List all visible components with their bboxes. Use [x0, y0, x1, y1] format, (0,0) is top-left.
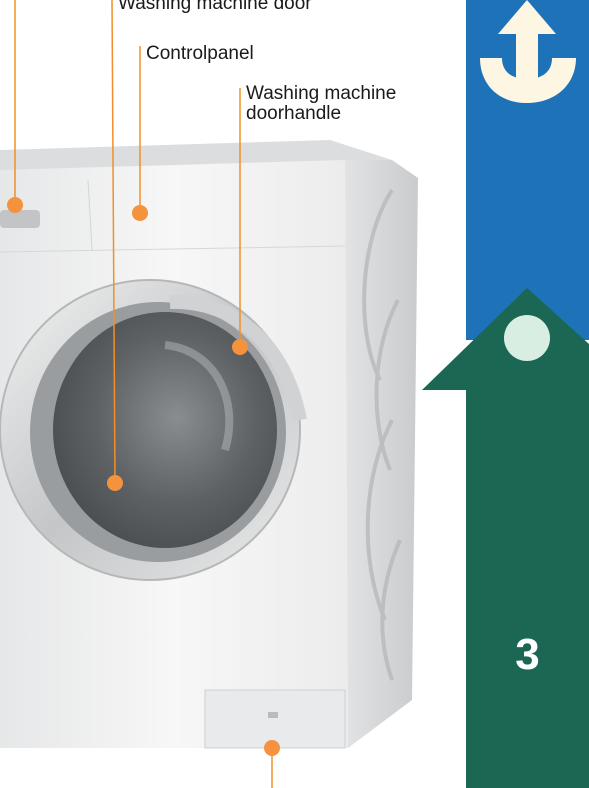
- callout-dot-door: [107, 475, 123, 491]
- machine-side: [345, 160, 418, 748]
- callout-dot-service-panel: [264, 740, 280, 756]
- page-number: 3: [466, 630, 589, 680]
- callout-dot-control-panel: [132, 205, 148, 221]
- label-washing-machine-door: Washing machine door: [118, 0, 312, 14]
- callout-dot-door-handle: [232, 339, 248, 355]
- callout-dot-drawer: [7, 197, 23, 213]
- service-panel: [205, 690, 345, 748]
- label-door-handle-line2: doorhandle: [246, 104, 341, 124]
- detergent-drawer-handle: [0, 210, 40, 228]
- circle-icon[interactable]: [504, 315, 550, 361]
- label-control-panel: Controlpanel: [146, 44, 254, 64]
- washing-machine: [0, 140, 418, 748]
- label-door-handle-line1: Washing machine: [246, 84, 396, 104]
- side-bar-green-arrow: [422, 288, 589, 788]
